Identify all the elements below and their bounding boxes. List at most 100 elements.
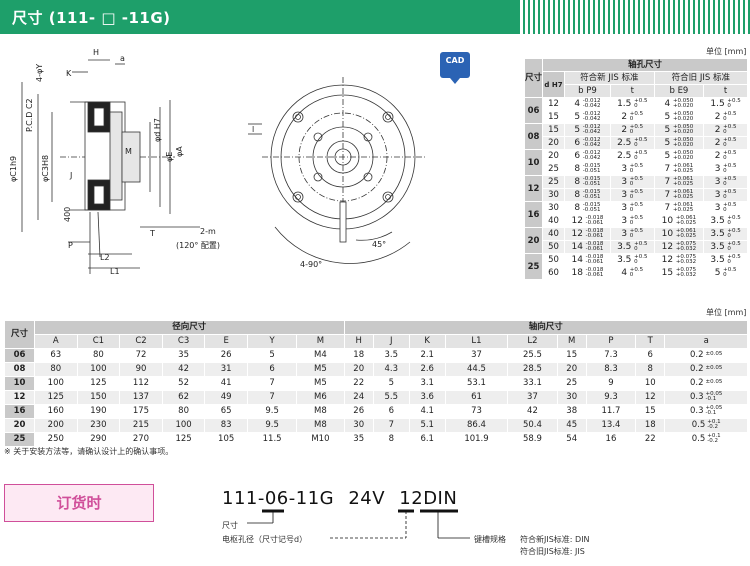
shaft-title: 轴孔尺寸 [542,58,748,72]
shaft-t-old-tol-upper: +0.5 [727,227,741,234]
shaft-b-old-tol-lower: +0.025 [672,180,694,187]
shaft-t-new-value: 2.5 [617,151,632,161]
shaft-b-new-tol-upper: -0.015 [582,175,601,182]
shaft-b-old-tol-lower: +0.025 [675,232,697,239]
shaft-t-new-tol-lower: 0 [629,167,634,174]
dims-cell: 37 [444,348,509,363]
shaft-b-old-tol-upper: +0.050 [672,136,694,143]
dims-cell: 42 [507,404,558,419]
dims-cell: 3.5 [372,348,410,363]
tol-upper: +0.05 [705,390,723,397]
shaft-b-old-tol-upper: +0.050 [672,110,694,117]
shaft-b-new: 5 -0.012-0.042 [564,123,611,137]
label-2m: 2-m [200,227,216,236]
dims-cell: 9.5 [246,418,298,433]
dims-cell: 9.5 [246,404,298,419]
shaft-b-old-tol-lower: +0.032 [675,258,697,265]
dims-col-header: P [585,334,637,349]
shaft-t-old-tol-lower: 0 [727,245,731,252]
shaft-t-old-tol-lower: 0 [727,219,731,226]
shaft-b-old: 5 +0.050+0.020 [653,149,705,163]
label-L2: L2 [100,253,110,262]
order-code-bore: 12DIN [399,488,458,509]
shaft-b-old-value: 5 [664,125,671,135]
unit-label-top: 单位 [mm] [706,47,747,56]
shaft-b-new-tolerance: -0.018-0.061 [585,214,604,226]
dims-cell-a: 0.3+0.05-0.1 [664,404,748,419]
shaft-t-old-tol-upper: +0.5 [723,266,737,273]
dims-cell: 33.1 [507,376,558,391]
shaft-b-new-tol-lower: -0.051 [582,193,601,200]
dims-cell: 3.1 [408,376,446,391]
shaft-b-old-tol-lower: +0.020 [672,141,694,148]
shaft-b-new-tol-upper: -0.012 [582,97,601,104]
dims-cell: 26 [343,404,374,419]
dims-cell-a-tolerance: +0.1-0.2 [707,433,720,444]
dims-cell: 53.1 [444,376,509,391]
shaft-b-old-tol-lower: +0.032 [675,271,697,278]
dims-col-header: C1 [76,334,121,349]
shaft-b-new-tolerance: -0.015-0.051 [583,202,601,213]
dims-cell: 24 [343,390,374,405]
shaft-b-new-value: 6 [574,151,581,161]
shaft-t2: t [703,84,748,98]
shaft-b-old-tolerance: +0.050+0.020 [672,136,694,148]
tol-lower: -0.2 [707,423,718,430]
section-header: 尺寸 (111- □ -11G) [0,0,750,34]
shaft-new-jis: 符合新 JIS 标准 [564,71,655,85]
dims-cell: 5 [246,348,298,363]
dims-cell: 6 [372,404,410,419]
shaft-t1: t [609,84,655,98]
dims-size: 08 [4,362,35,377]
dims-cell: 15 [635,404,666,419]
dims-cell: 10 [635,376,666,391]
shaft-b-old: 10 +0.061+0.025 [653,227,705,241]
shaft-t-new-tol-lower: 0 [634,141,638,148]
dims-cell: 4.1 [408,404,446,419]
shaft-b-new-tol-upper: -0.018 [585,214,604,221]
shaft-b-new-tol-lower: -0.042 [582,128,601,135]
shaft-b-old-value: 7 [664,190,671,200]
shaft-d: 30 [542,188,565,202]
dims-cell: M6 [296,390,345,405]
dims-cell: 18 [343,348,374,363]
tol-upper: ±0.05 [705,365,723,371]
dims-cell: 100 [161,418,206,433]
shaft-b-new: 14 -0.018-0.061 [564,240,611,254]
shaft-b-new-tol-lower: -0.042 [582,141,601,148]
dims-cell: 18 [635,418,666,433]
shaft-b-old-value: 10 [661,216,674,226]
dims-cell: 2.1 [408,348,446,363]
shaft-t-old-value: 3.5 [710,229,725,239]
cad-download-icon[interactable]: CAD [440,52,470,84]
shaft-b-old-tolerance: +0.061+0.025 [676,215,696,226]
shaft-t-new-value: 2.5 [617,138,632,148]
shaft-size: 12 [524,175,543,202]
shaft-b-old-tolerance: +0.075+0.032 [675,267,697,278]
dims-cell: 73 [444,404,509,419]
shaft-b-old-tol-upper: +0.061 [672,175,694,182]
order-code-voltage: 24V [348,488,386,509]
shaft-b-old-tolerance: +0.075+0.032 [675,254,697,265]
dims-cell-a-tolerance: ±0.05 [706,351,723,357]
shaft-b-old: 12 +0.075+0.032 [653,240,705,254]
dims-cell: 9.3 [585,390,637,405]
dims-cell: 20 [343,362,374,377]
dims-cell: 215 [119,418,163,433]
label-400: 400 [63,207,72,222]
shaft-d: 25 [542,162,565,176]
shaft-b-old-tol-lower: +0.025 [672,167,694,174]
shaft-b-old: 5 +0.050+0.020 [653,123,705,137]
